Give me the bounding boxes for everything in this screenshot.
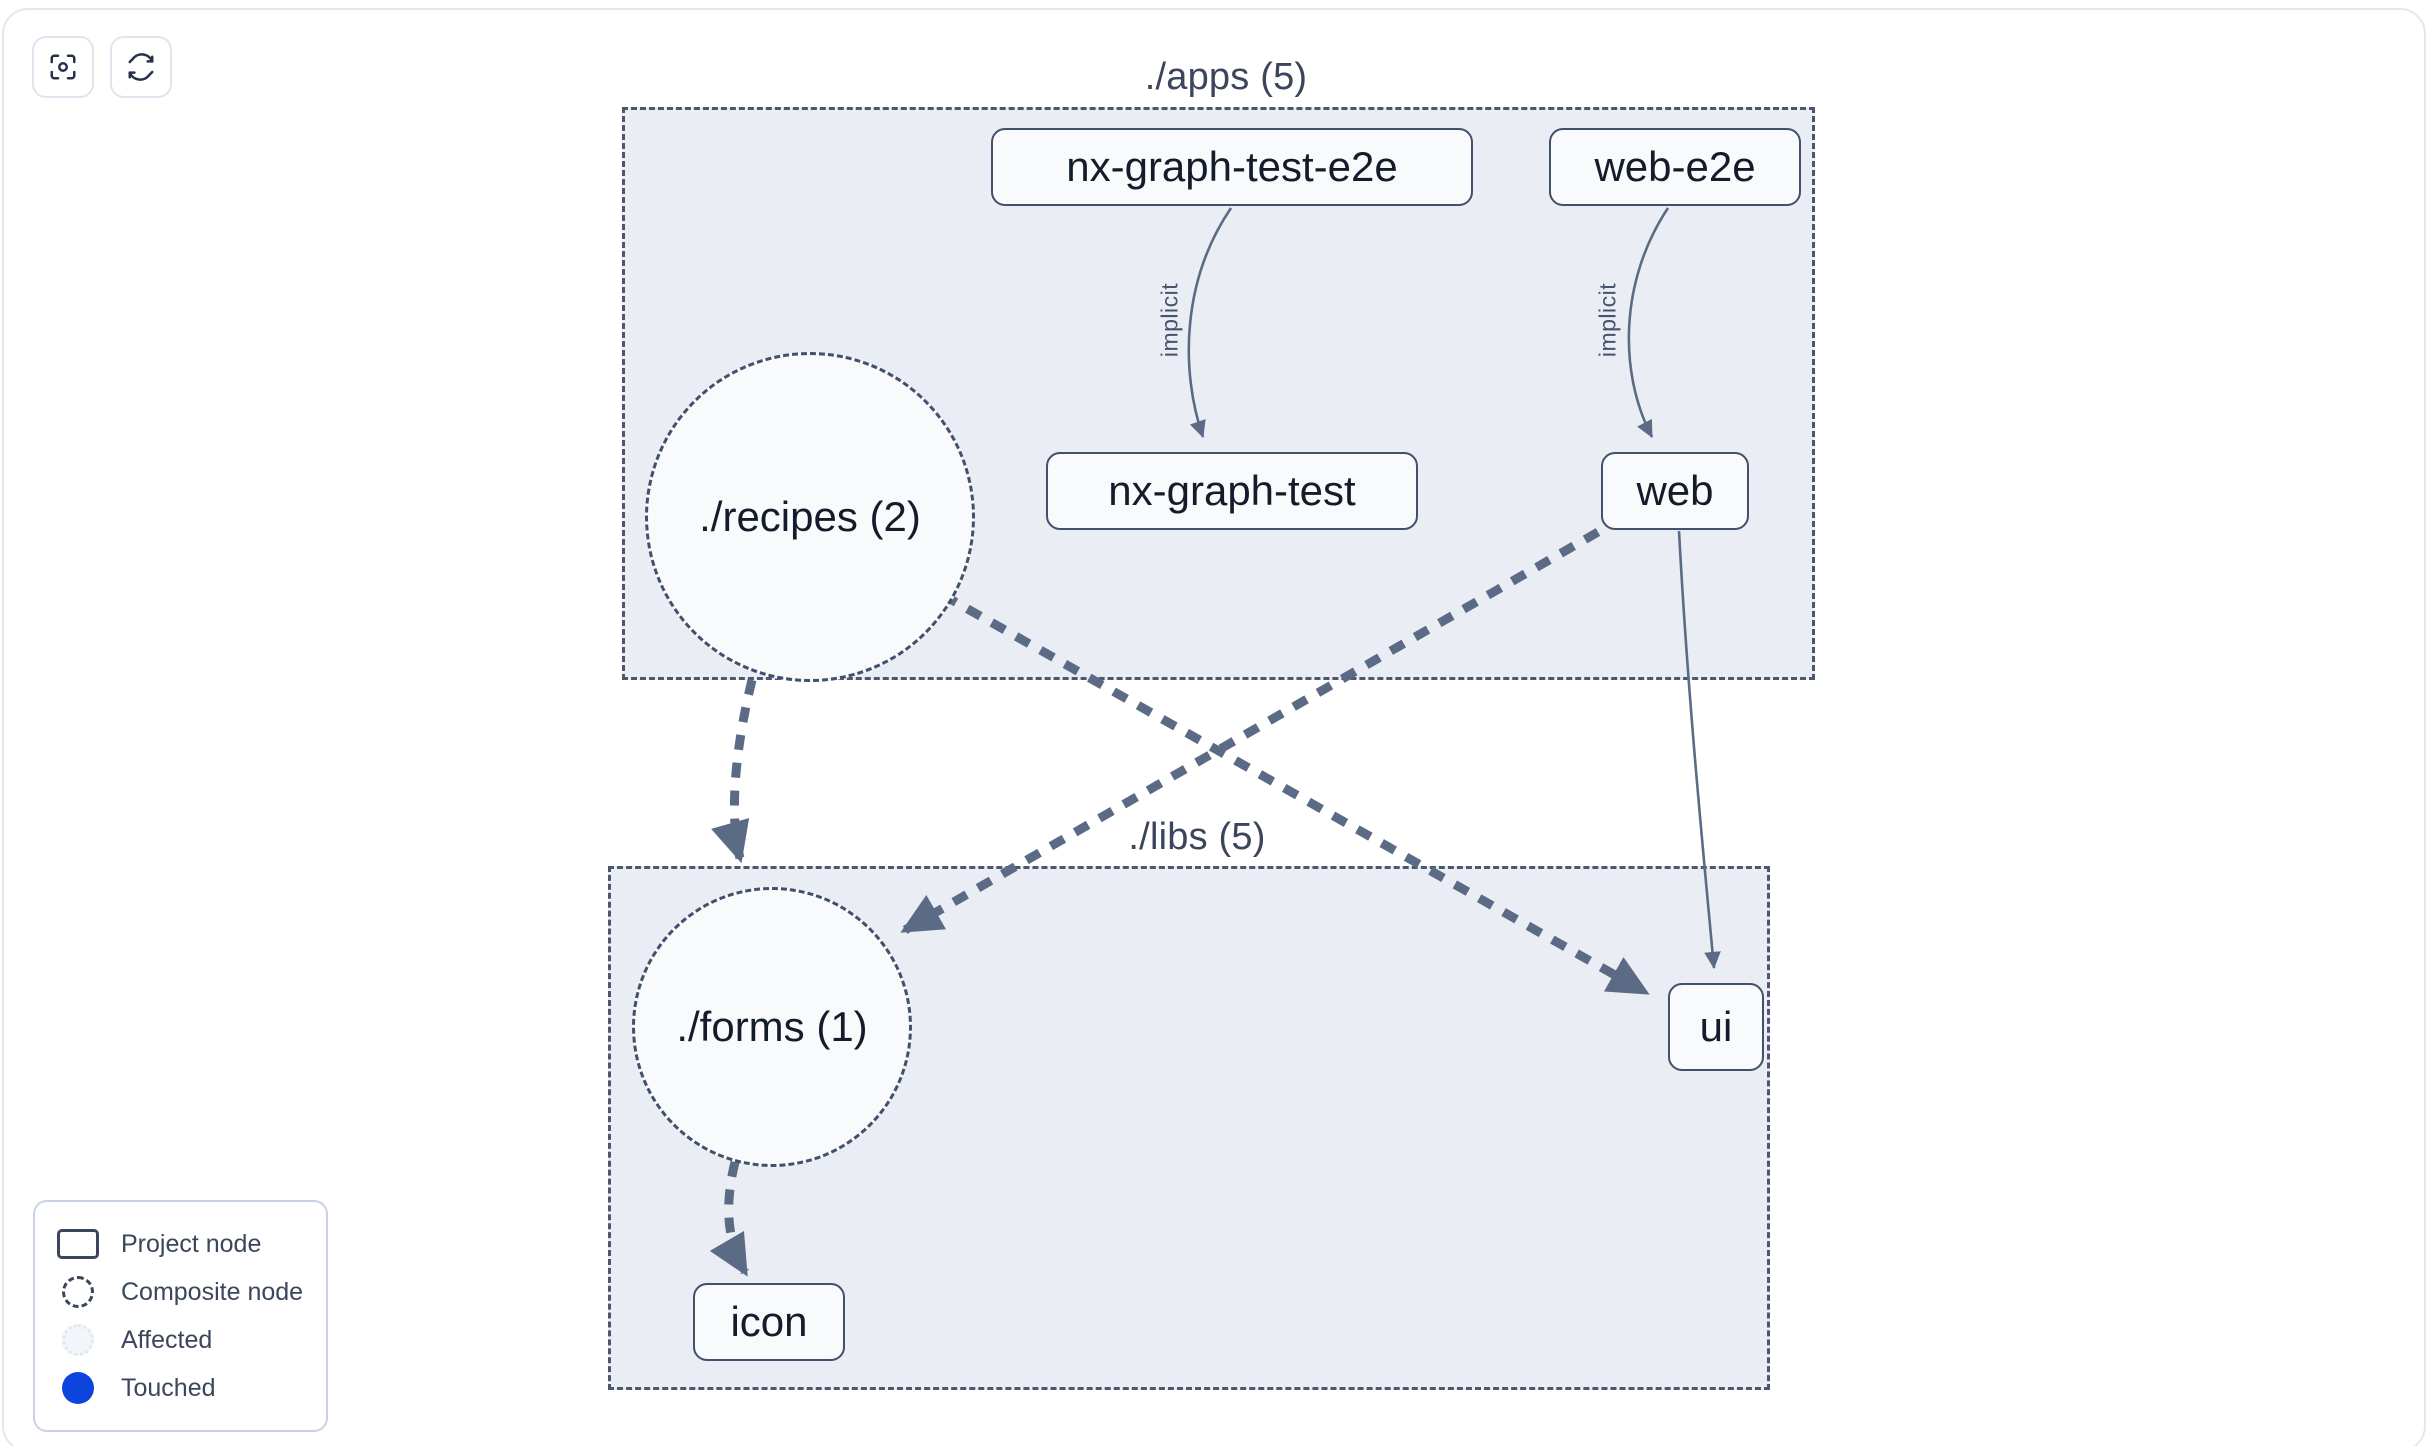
focus-graph-button[interactable]: [32, 36, 94, 98]
edge-label-implicit-web: implicit: [1594, 282, 1621, 358]
node-forms-composite[interactable]: ./forms (1): [632, 887, 912, 1167]
focus-target-icon: [48, 52, 78, 82]
node-label: ui: [1699, 1003, 1733, 1050]
node-label: ./forms (1): [676, 1003, 868, 1050]
node-label: nx-graph-test: [1108, 467, 1356, 514]
node-icon[interactable]: icon: [693, 1283, 845, 1361]
node-web-e2e[interactable]: web-e2e: [1549, 128, 1801, 206]
graph-toolbar: [32, 36, 172, 98]
node-ui[interactable]: ui: [1668, 983, 1764, 1071]
edge-recipes-to-forms: [711, 678, 757, 864]
refresh-graph-button[interactable]: [110, 36, 172, 98]
composite-node-swatch-icon: [57, 1276, 99, 1308]
legend-item-composite-node: Composite node: [57, 1268, 304, 1316]
group-label-libs: ./libs (5): [1128, 816, 1266, 858]
legend-item-project-node: Project node: [57, 1220, 304, 1268]
legend-label: Affected: [121, 1325, 213, 1354]
project-node-swatch-icon: [57, 1228, 99, 1260]
refresh-icon: [126, 52, 156, 82]
node-label: web-e2e: [1594, 143, 1756, 190]
legend-item-affected: Affected: [57, 1316, 304, 1364]
legend-label: Project node: [121, 1229, 262, 1258]
graph-legend: Project node Composite node Affected Tou…: [33, 1200, 328, 1432]
legend-label: Composite node: [121, 1277, 304, 1306]
node-label: icon: [730, 1298, 808, 1345]
node-nx-graph-test[interactable]: nx-graph-test: [1046, 452, 1418, 530]
group-label-apps: ./apps (5): [1144, 56, 1308, 98]
node-recipes-composite[interactable]: ./recipes (2): [645, 352, 975, 682]
legend-item-touched: Touched: [57, 1364, 304, 1412]
touched-swatch-icon: [57, 1372, 99, 1404]
node-web[interactable]: web: [1601, 452, 1749, 530]
node-label: ./recipes (2): [699, 493, 921, 540]
legend-label: Touched: [121, 1373, 216, 1402]
node-label: web: [1636, 467, 1714, 514]
node-nx-graph-test-e2e[interactable]: nx-graph-test-e2e: [991, 128, 1473, 206]
affected-swatch-icon: [57, 1324, 99, 1356]
node-label: nx-graph-test-e2e: [1066, 143, 1398, 190]
edge-label-implicit-nx-graph-test: implicit: [1156, 282, 1183, 358]
